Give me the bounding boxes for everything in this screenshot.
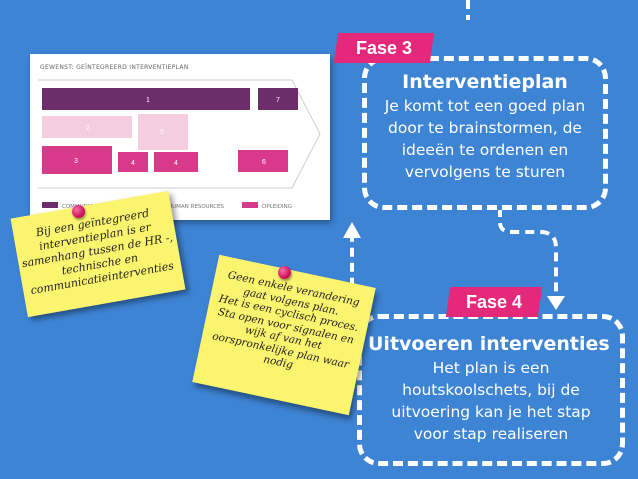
phase-4-ribbon: Fase 4 bbox=[445, 287, 543, 317]
phase-3-description: Je komt tot een goed plan door te brains… bbox=[384, 97, 586, 181]
chart-block-label: 1 bbox=[146, 97, 150, 104]
intervention-plan-chart: GEWENST: GEÏNTEGREERD INTERVENTIEPLAN 1 … bbox=[30, 54, 330, 220]
phase-4-box: Uitvoeren interventies Het plan is een h… bbox=[357, 314, 625, 466]
chart-block-label: 3 bbox=[74, 158, 78, 165]
legend-swatch-communicatie bbox=[42, 202, 58, 208]
phase-4-title: Uitvoeren interventies bbox=[368, 333, 610, 355]
phase-3-ribbon: Fase 3 bbox=[333, 33, 435, 63]
chart-block-label: 5 bbox=[160, 129, 164, 136]
chart-block-2 bbox=[42, 116, 132, 138]
chart-block-3 bbox=[42, 146, 112, 174]
phase-4-description: Het plan is een houtskoolschets, bij de … bbox=[391, 359, 591, 443]
chart-block-label: 6 bbox=[262, 159, 266, 166]
chart-block-6 bbox=[238, 150, 288, 172]
chart-block-1 bbox=[42, 88, 250, 110]
legend-label-hr: HUMAN RESOURCES bbox=[168, 204, 225, 210]
chart-title: GEWENST: GEÏNTEGREERD INTERVENTIEPLAN bbox=[40, 64, 189, 71]
legend-label-opleiding: OPLEIDING bbox=[262, 204, 292, 210]
chart-block-5 bbox=[138, 114, 188, 150]
phase-3-ribbon-label: Fase 3 bbox=[355, 38, 413, 58]
phase-3-box: Interventieplan Je komt tot een goed pla… bbox=[362, 56, 608, 210]
chart-block-label: 4 bbox=[174, 160, 178, 167]
chart-block-label: 4 bbox=[131, 160, 135, 167]
chart-block-4b bbox=[154, 152, 198, 172]
arrow-up-icon bbox=[343, 222, 361, 238]
chart-arrow-outline bbox=[38, 79, 321, 189]
pushpin-icon bbox=[278, 266, 291, 279]
arrow-down-icon bbox=[547, 296, 565, 310]
pushpin-icon bbox=[72, 205, 85, 218]
legend-swatch-opleiding bbox=[242, 202, 258, 208]
chart-block-label: 2 bbox=[86, 125, 90, 132]
chart-block-label: 7 bbox=[276, 97, 280, 104]
chart-block-4a bbox=[118, 152, 148, 172]
phase-3-title: Interventieplan bbox=[402, 71, 568, 93]
chart-canvas: 1 7 2 5 3 4 4 6 COMMUNICATIE HUMAN RESOU… bbox=[38, 79, 321, 210]
phase-4-ribbon-label: Fase 4 bbox=[465, 292, 523, 312]
chart-block-7 bbox=[258, 88, 298, 110]
